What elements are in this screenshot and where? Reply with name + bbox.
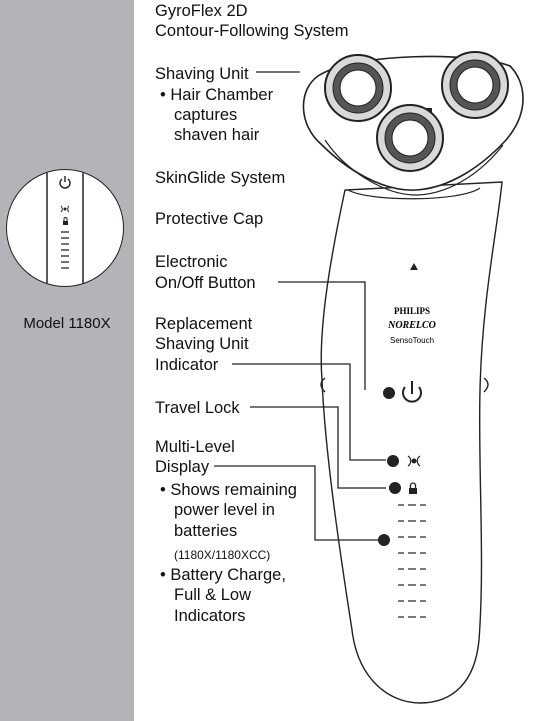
battery-level-icon	[61, 231, 69, 269]
cutter-left	[324, 54, 392, 122]
brand-product: SensoTouch	[390, 336, 434, 345]
label-shaving-unit: Shaving Unit	[155, 65, 249, 83]
callout-dot-power	[383, 387, 395, 399]
display-inset	[6, 169, 124, 287]
label-model-note: (1180X/1180XCC)	[174, 548, 271, 562]
label-battery-3: Indicators	[174, 607, 246, 625]
callout-dot-lock	[389, 482, 401, 494]
label-on-off-1: Electronic	[155, 253, 228, 271]
label-on-off-2: On/Off Button	[155, 274, 256, 292]
label-replacement-2: Shaving Unit	[155, 335, 249, 353]
label-battery-1: • Battery Charge,	[160, 566, 286, 584]
power-icon	[59, 176, 71, 189]
battery-level-icon	[398, 504, 426, 618]
brand-norelco: NORELCO	[387, 320, 436, 331]
label-multilevel-2: Display	[155, 458, 210, 476]
callout-dot-display	[378, 534, 390, 546]
header-line1: GyroFlex 2D	[155, 2, 248, 20]
callout-dot-replace	[387, 455, 399, 467]
label-skinglide: SkinGlide System	[155, 169, 286, 187]
display-inset-drawing	[46, 170, 84, 286]
label-hair-chamber-2: captures	[174, 106, 238, 124]
label-hair-chamber-3: shaven hair	[174, 126, 260, 144]
shaver-body	[320, 181, 503, 704]
label-replacement-3: Indicator	[155, 356, 219, 374]
label-shows-1: • Shows remaining	[160, 481, 297, 499]
label-shows-3: batteries	[174, 522, 238, 540]
model-label: Model 1180X	[23, 315, 111, 332]
replace-indicator-icon	[60, 205, 70, 213]
shaving-head	[302, 51, 524, 200]
triangle-marker-icon	[410, 263, 418, 270]
replace-indicator-icon	[407, 455, 421, 467]
label-battery-2: Full & Low	[174, 586, 252, 604]
label-replacement-1: Replacement	[155, 315, 253, 333]
label-travel-lock: Travel Lock	[155, 399, 240, 417]
cutter-bottom	[376, 104, 444, 172]
lock-icon	[63, 217, 68, 225]
header-line2: Contour-Following System	[155, 22, 349, 40]
cutter-right	[441, 51, 509, 119]
sidebar: Model 1180X	[0, 0, 134, 721]
power-icon	[402, 381, 422, 403]
leader-lines	[214, 71, 386, 541]
lock-icon	[409, 482, 417, 494]
brand-philips: PHILIPS	[394, 306, 430, 316]
label-hair-chamber: • Hair Chamber	[160, 86, 274, 104]
label-multilevel-1: Multi-Level	[155, 438, 235, 456]
label-protective-cap: Protective Cap	[155, 210, 264, 228]
label-shows-2: power level in	[174, 501, 275, 519]
